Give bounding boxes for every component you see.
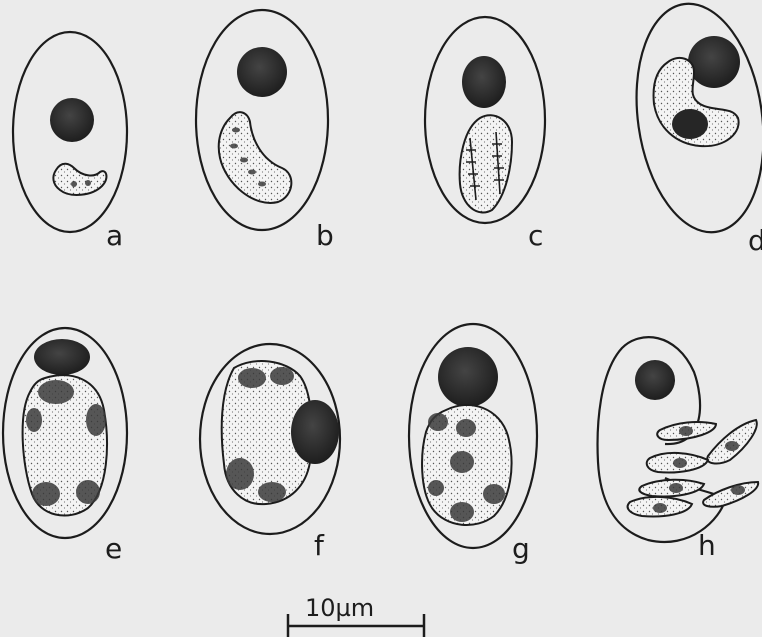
cell-d-parasite-nucleus (672, 109, 708, 139)
cell-c-parasite (460, 115, 512, 212)
panel-label-f: f (314, 529, 325, 562)
merozoite (703, 482, 758, 507)
cell-h-merozoites (628, 420, 759, 517)
cell-a: a (13, 32, 127, 252)
cell-d-nucleus (688, 36, 740, 88)
merozoite (639, 480, 704, 497)
cell-a-parasite (53, 164, 106, 195)
cell-h-nucleus (635, 360, 675, 400)
panel-label-h: h (698, 529, 716, 562)
cell-f: f (200, 344, 340, 562)
scale-bar-label: 10µm (305, 594, 374, 622)
panel-label-g: g (512, 532, 530, 565)
cell-a-nucleus (50, 98, 94, 142)
cell-c: c (425, 17, 545, 252)
panel-label-b: b (316, 219, 334, 252)
cell-e-nucleus (34, 339, 90, 375)
cell-c-nucleus (462, 56, 506, 108)
merozoite (647, 453, 708, 473)
cell-b-nucleus (237, 47, 287, 97)
panel-label-a: a (106, 219, 123, 252)
cell-g: g (409, 324, 537, 565)
cell-h: h (598, 337, 759, 562)
cell-f-nucleus (291, 400, 339, 464)
merozoite (657, 422, 716, 440)
cell-b: b (196, 10, 334, 252)
scale-bar: 10µm (288, 594, 424, 637)
panel-label-e: e (105, 532, 122, 565)
merozoite (628, 497, 692, 517)
panel-label-d: d (748, 224, 762, 257)
cell-b-parasite (219, 112, 292, 203)
cell-e: e (3, 328, 127, 565)
cell-d: d (623, 0, 762, 257)
cell-g-nucleus (438, 347, 498, 407)
panel-label-c: c (528, 219, 543, 252)
